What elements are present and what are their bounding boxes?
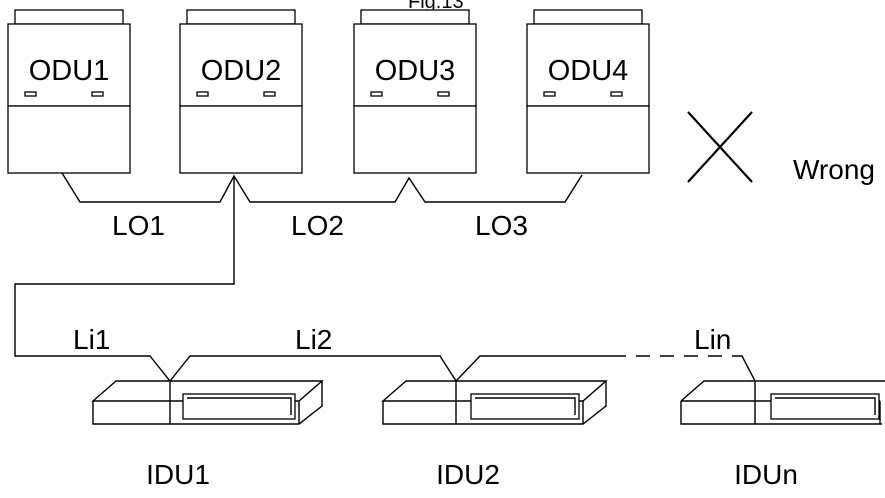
indoor-unit-n: IDUn [680,380,885,490]
pipe-label-li2: Li2 [295,324,332,355]
pipe-label-lo1: LO1 [112,210,165,241]
odu-label: ODU3 [375,55,456,87]
outdoor-unit-3: ODU3 [353,9,477,174]
indoor-unit-2: IDU2 [381,380,608,490]
idu-label: IDUn [734,459,798,490]
last-branch-pipe [735,355,756,382]
wrong-label: Wrong [793,154,875,185]
pipe-label-lo2: LO2 [291,210,344,241]
pipe-label-lo3: LO3 [475,210,528,241]
idu-label: IDU1 [146,459,210,490]
outdoor-unit-4: ODU4 [526,9,650,174]
idu-label: IDU2 [436,459,500,490]
pipe-label-li1: Li1 [73,324,110,355]
pipe-label-lin: Lin [694,324,731,355]
outdoor-main-pipe [61,172,583,203]
odu-label: ODU2 [201,55,282,87]
outdoor-unit-1: ODU1 [7,9,131,174]
cross-mark-icon [687,111,753,183]
indoor-unit-1: IDU1 [91,380,324,490]
odu-label: ODU1 [29,55,110,87]
odu-label: ODU4 [548,55,629,87]
outdoor-unit-2: ODU2 [179,9,303,174]
